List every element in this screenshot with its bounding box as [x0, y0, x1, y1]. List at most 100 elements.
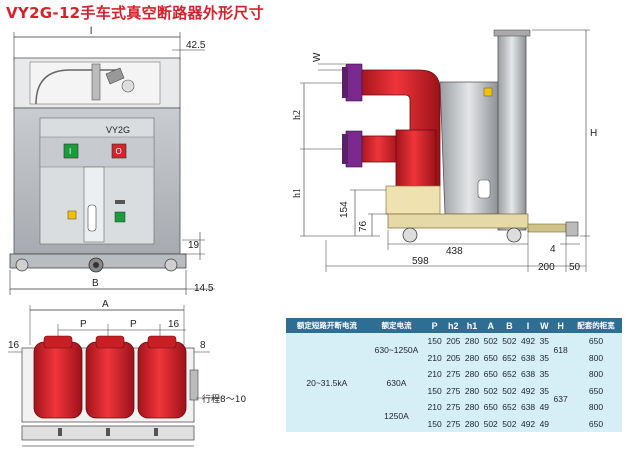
cell: 650 — [569, 333, 622, 350]
table-header-row: 额定短路开断电流 额定电流 P h2 h1 A B l W H 配套的柜宽 — [286, 318, 622, 333]
cell: 638 — [518, 399, 538, 416]
H-cell-1: 618 — [551, 333, 570, 366]
th-rated-current: 额定电流 — [367, 318, 426, 333]
table-row: 210 205 280 650 652 638 35 800 — [286, 349, 622, 366]
dim-P2: P — [130, 319, 137, 330]
side-view: W h2 h1 154 76 H 438 4 598 200 — [292, 29, 597, 273]
cell: 280 — [462, 415, 482, 432]
dim-16-left: 16 — [8, 340, 20, 351]
cell: 650 — [481, 399, 501, 416]
cell: 502 — [500, 333, 519, 350]
dim-8: 8 — [200, 340, 206, 351]
cell: 210 — [425, 366, 444, 383]
th-A: A — [481, 318, 501, 333]
cell: 502 — [481, 333, 501, 350]
dim-19: 19 — [188, 240, 200, 251]
spec-table: 额定短路开断电流 额定电流 P h2 h1 A B l W H 配套的柜宽 20… — [286, 318, 622, 432]
cell: 275 — [443, 415, 463, 432]
cell: 650 — [569, 382, 622, 399]
cell: 275 — [443, 382, 463, 399]
cell: 205 — [443, 349, 463, 366]
cell: 150 — [425, 415, 444, 432]
th-h1: h1 — [462, 318, 482, 333]
table-row: 150 275 280 502 502 492 35 650 — [286, 382, 622, 399]
cell: 650 — [481, 366, 501, 383]
th-P: P — [425, 318, 444, 333]
th-l: l — [518, 318, 538, 333]
cell: 49 — [537, 399, 552, 416]
dim-438: 438 — [446, 246, 463, 257]
current-cell-2: 630A — [367, 366, 426, 399]
dim-598: 598 — [412, 256, 429, 267]
cell: 652 — [500, 366, 519, 383]
current-cell-3: 1250A — [367, 399, 426, 432]
th-h2: h2 — [443, 318, 463, 333]
th-cabinet-width: 配套的柜宽 — [569, 318, 622, 333]
cell: 35 — [537, 366, 552, 383]
cell: 280 — [462, 399, 482, 416]
cell: 275 — [443, 366, 463, 383]
cell: 650 — [481, 349, 501, 366]
cell: 280 — [462, 333, 482, 350]
cell: 800 — [569, 366, 622, 383]
dim-14-5: 14.5 — [194, 283, 214, 294]
panel-label: VY2G — [106, 125, 130, 135]
off-button-icon — [111, 143, 127, 159]
dim-42-5: 42.5 — [186, 40, 206, 51]
table-row: 20~31.5kA 630~1250A 150 205 280 502 502 … — [286, 333, 622, 432]
cell: 502 — [481, 415, 501, 432]
front-view: l 42.5 VY2G I O — [9, 26, 215, 295]
cell: 35 — [537, 382, 552, 399]
dim-4: 4 — [550, 244, 556, 255]
cell: 210 — [425, 349, 444, 366]
page-title: VY2G-12手车式真空断路器外形尺寸 — [6, 4, 265, 22]
dim-50: 50 — [569, 262, 581, 273]
dim-76: 76 — [358, 220, 369, 232]
cell: 280 — [462, 382, 482, 399]
th-H: H — [551, 318, 570, 333]
dim-154: 154 — [339, 201, 350, 218]
bottom-view: A P P 16 16 8 行程8～10 — [8, 299, 246, 447]
off-label: O — [116, 147, 122, 156]
on-button-icon — [63, 143, 79, 159]
cell: 275 — [443, 399, 463, 416]
cell: 205 — [443, 333, 463, 350]
cell: 638 — [518, 349, 538, 366]
dim-h2: h2 — [292, 110, 303, 120]
cell: 280 — [462, 366, 482, 383]
cell: 502 — [481, 382, 501, 399]
dim-l: l — [90, 26, 92, 37]
dim-P1: P — [80, 319, 87, 330]
indicator-icon — [67, 210, 77, 220]
table-row: 150 275 280 502 502 492 49 650 — [286, 415, 622, 432]
cell: 492 — [518, 415, 538, 432]
th-W: W — [537, 318, 552, 333]
dim-A: A — [102, 299, 109, 310]
dim-W: W — [312, 52, 323, 62]
cell: 502 — [500, 415, 519, 432]
th-B: B — [500, 318, 519, 333]
cell: 210 — [425, 399, 444, 416]
cell: 150 — [425, 382, 444, 399]
dim-H: H — [590, 128, 597, 139]
cell: 800 — [569, 399, 622, 416]
cell: 150 — [425, 333, 444, 350]
current-cell-1: 630~1250A — [367, 333, 426, 366]
cell: 35 — [537, 333, 552, 350]
dim-200: 200 — [538, 262, 555, 273]
dim-h1: h1 — [292, 188, 303, 198]
table-row: 630A 210 275 280 650 652 638 35 637 800 — [286, 366, 622, 432]
cell: 280 — [462, 349, 482, 366]
th-breaking-current: 额定短路开断电流 — [286, 318, 368, 333]
cell: 652 — [500, 349, 519, 366]
cell: 502 — [500, 382, 519, 399]
stroke-label: 行程8～10 — [202, 393, 246, 405]
dim-16-right: 16 — [168, 319, 180, 330]
table-row: 1250A 210 275 280 650 652 638 49 800 — [286, 399, 622, 432]
cell: 492 — [518, 382, 538, 399]
cell: 492 — [518, 333, 538, 350]
cell: 35 — [537, 349, 552, 366]
cell: 650 — [569, 415, 622, 432]
cell: 638 — [518, 366, 538, 383]
